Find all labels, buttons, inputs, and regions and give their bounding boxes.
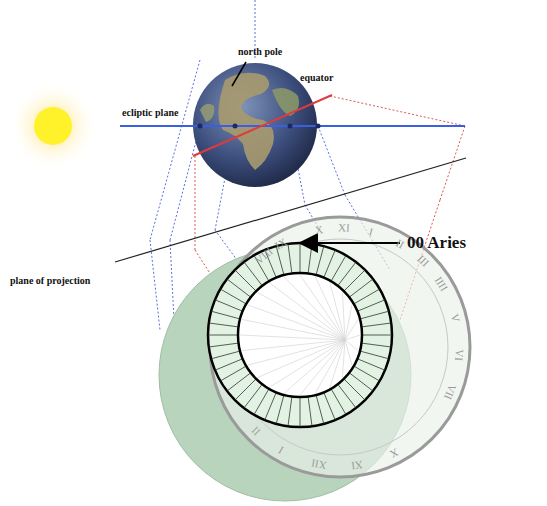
shadow-line — [316, 277, 345, 340]
callout-label: north pole — [238, 47, 282, 57]
hour-tick — [324, 250, 335, 278]
hour-numeral: XI — [350, 459, 363, 472]
shadow-line — [242, 319, 345, 340]
hour-tick — [211, 311, 240, 319]
shadow-line — [342, 340, 345, 377]
hour-tick — [360, 351, 389, 359]
shadow-line — [240, 335, 345, 340]
hour-tick — [288, 396, 292, 426]
shadow-line — [284, 277, 345, 340]
shadow-line — [258, 340, 345, 377]
hour-tick — [209, 323, 239, 327]
hour-tick — [357, 300, 385, 311]
hour-tick — [220, 366, 246, 381]
hour-tick — [354, 289, 380, 304]
hour-numeral: VI — [453, 349, 465, 361]
hour-tick — [265, 392, 276, 420]
shadow-line — [316, 340, 345, 393]
shadow-line — [300, 340, 345, 395]
shadow-line — [248, 305, 345, 340]
shadow-line — [345, 319, 358, 340]
shadow-line — [345, 335, 360, 340]
shadow-line — [258, 293, 345, 340]
hour-numeral: XII — [311, 457, 328, 470]
shadow-line — [345, 340, 352, 365]
shadow-line — [342, 293, 345, 340]
hour-tick — [324, 392, 335, 420]
hour-tick — [308, 396, 312, 426]
shadow-line — [330, 283, 345, 340]
shadow-line — [248, 340, 345, 365]
hour-tick — [211, 351, 240, 359]
hour-tick — [208, 335, 238, 336]
hour-tick — [316, 246, 324, 275]
hour-tick — [288, 244, 292, 274]
callout-label: plane of projection — [10, 276, 90, 286]
callout-label: 00 Aries — [407, 234, 466, 251]
hour-tick — [362, 335, 392, 336]
hour-tick — [361, 323, 391, 327]
hour-tick — [357, 359, 385, 370]
shadow-line — [300, 275, 345, 340]
hour-tick — [308, 244, 312, 274]
hour-tick — [361, 343, 391, 347]
hour-tick — [300, 397, 301, 427]
shadow-line — [270, 340, 345, 387]
shadow-line — [242, 340, 345, 351]
hour-tick — [300, 243, 301, 273]
shadow-line — [345, 340, 358, 351]
callout-label: ecliptic plane — [122, 108, 178, 118]
hour-tick — [316, 395, 324, 424]
hour-tick — [331, 389, 346, 415]
shadow-line — [270, 283, 345, 340]
callout-label: equator — [300, 73, 333, 83]
hour-numeral: XI — [338, 222, 350, 233]
hour-tick — [209, 343, 239, 347]
hour-tick — [360, 311, 389, 319]
hour-tick — [215, 359, 243, 370]
hour-tick — [215, 300, 243, 311]
hour-tick — [276, 395, 284, 424]
